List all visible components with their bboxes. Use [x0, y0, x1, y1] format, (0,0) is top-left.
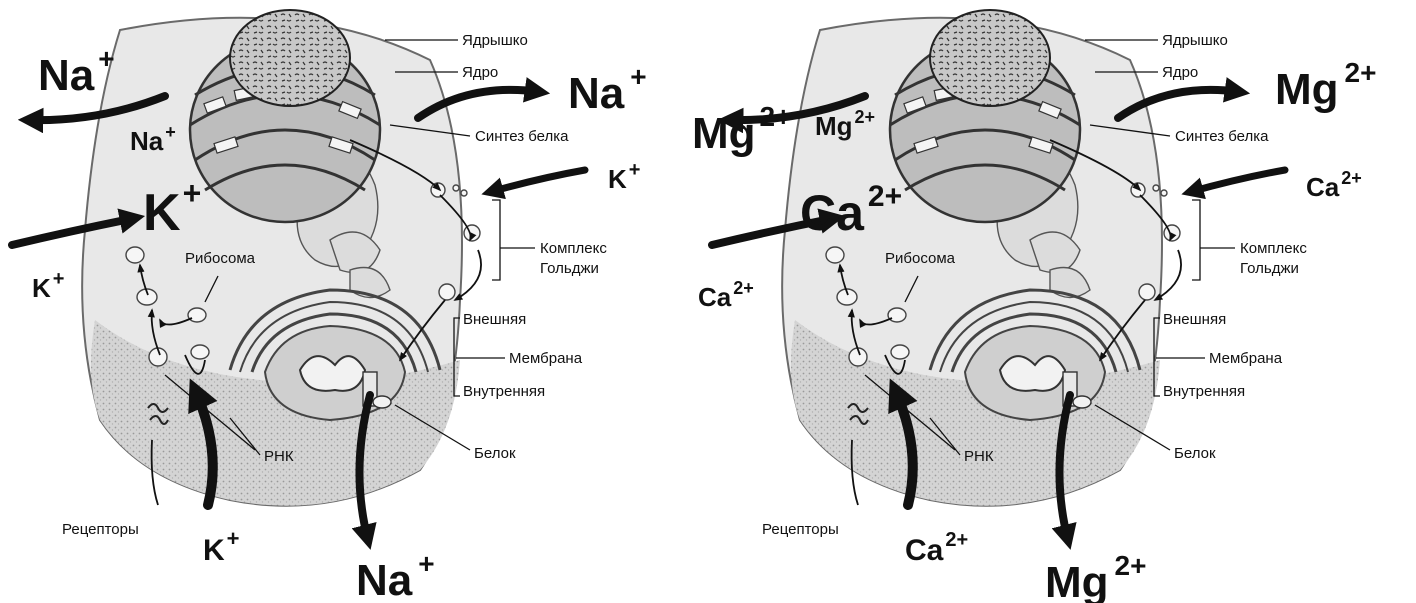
label-inner: Внутренняя: [463, 383, 545, 400]
label-protein-synthesis: Синтез белка: [475, 128, 569, 145]
label-nucleolus: Ядрышко: [1162, 32, 1228, 49]
label-nucleolus: Ядрышко: [462, 32, 528, 49]
label-golgi-line2: Гольджи: [540, 260, 599, 277]
ion-label: Na+: [568, 61, 647, 118]
ion-label: Na+: [38, 43, 115, 100]
label-receptors: Рецепторы: [62, 521, 139, 538]
label-rna: РНК: [964, 448, 994, 465]
label-inner: Внутренняя: [1163, 383, 1245, 400]
label-ribosome: Рибосома: [185, 250, 256, 267]
label-protein: Белок: [1174, 445, 1216, 462]
label-outer: Внешняя: [463, 311, 526, 328]
ion-label: Na+: [356, 548, 435, 603]
label-golgi-line1: Комплекс: [1240, 240, 1307, 257]
ion-label: K+: [203, 526, 240, 567]
label-golgi-line1: Комплекс: [540, 240, 607, 257]
ion-label: K+: [32, 268, 64, 303]
cell-diagram-right: Ядрышко Ядро Синтез белка Комплекс Гольд…: [692, 10, 1376, 603]
label-ribosome: Рибосома: [885, 250, 956, 267]
label-receptors: Рецепторы: [762, 521, 839, 538]
label-membrane: Мембрана: [1209, 350, 1283, 367]
label-golgi-line2: Гольджи: [1240, 260, 1299, 277]
label-rna: РНК: [264, 448, 294, 465]
label-nucleus: Ядро: [1162, 64, 1198, 81]
label-protein: Белок: [474, 445, 516, 462]
label-outer: Внешняя: [1163, 311, 1226, 328]
label-protein-synthesis: Синтез белка: [1175, 128, 1269, 145]
cell-diagram-left: Ядрышко Ядро Синтез белка Комплекс Гольд…: [12, 10, 647, 603]
label-membrane: Мембрана: [509, 350, 583, 367]
label-nucleus: Ядро: [462, 64, 498, 81]
ion-label: K+: [608, 159, 640, 194]
